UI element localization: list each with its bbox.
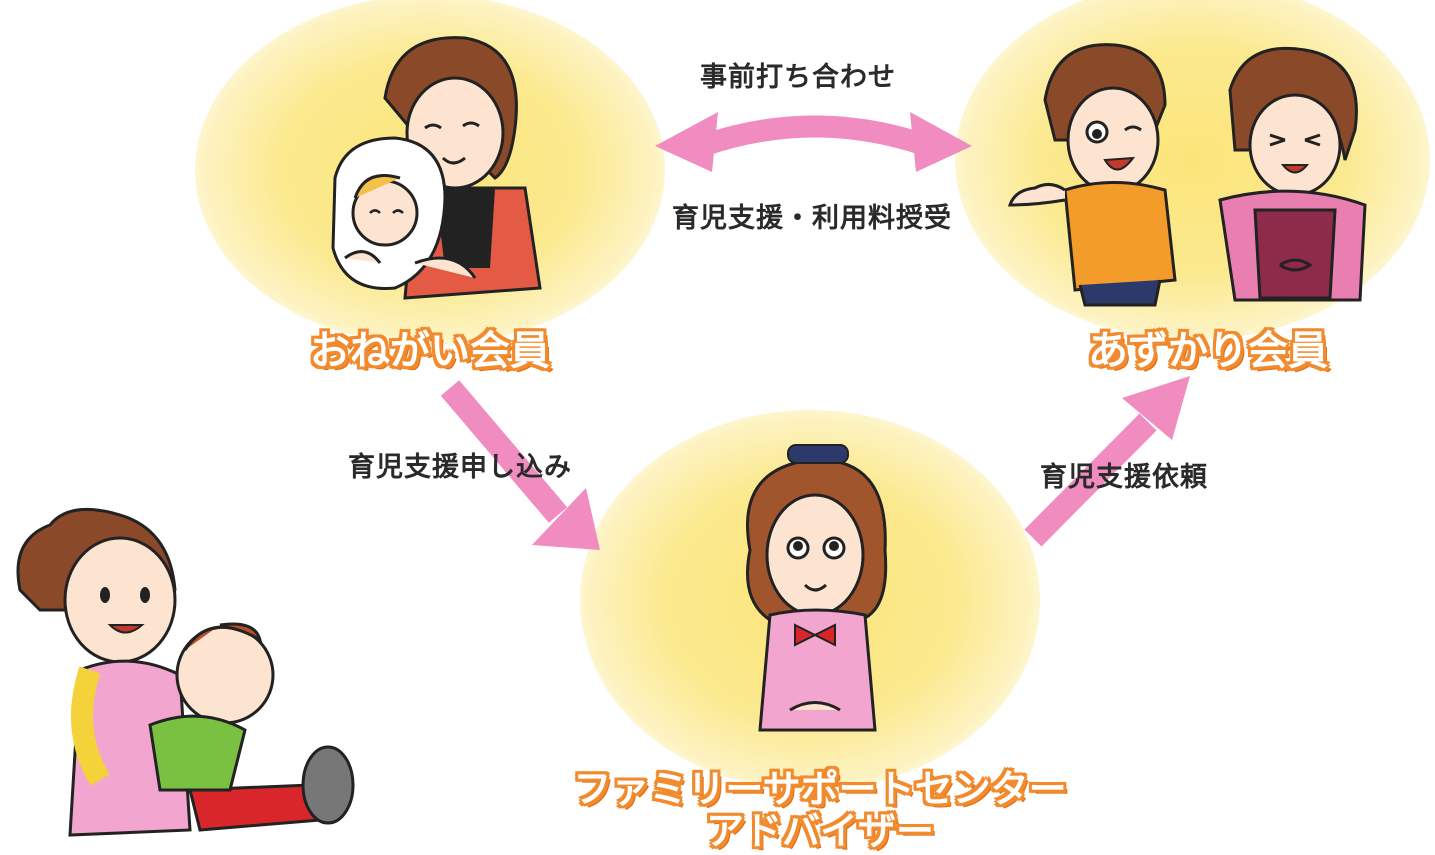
providing-member-label: あずかり会員 — [1088, 328, 1328, 374]
application-label: 育児支援申し込み — [348, 452, 572, 483]
arrow-request — [1024, 376, 1190, 547]
advisor-label-line1: ファミリーサポートセンター — [573, 767, 1067, 811]
caregiver-with-child-icon — [16, 507, 355, 837]
double-arrow-prior-meeting — [655, 112, 972, 172]
prior-meeting-label: 事前打ち合わせ — [700, 62, 896, 93]
mother-with-baby-icon — [331, 36, 542, 300]
advisor-icon — [746, 444, 888, 732]
request-label: 育児支援依頼 — [1040, 462, 1208, 493]
advisor-label-line2: アドバイザー — [705, 809, 934, 853]
arrow-application — [440, 380, 600, 550]
two-women-icon — [1007, 43, 1367, 307]
support-and-fee-label: 育児支援・利用料授受 — [672, 203, 952, 234]
requesting-member-label: おねがい会員 — [310, 328, 550, 374]
